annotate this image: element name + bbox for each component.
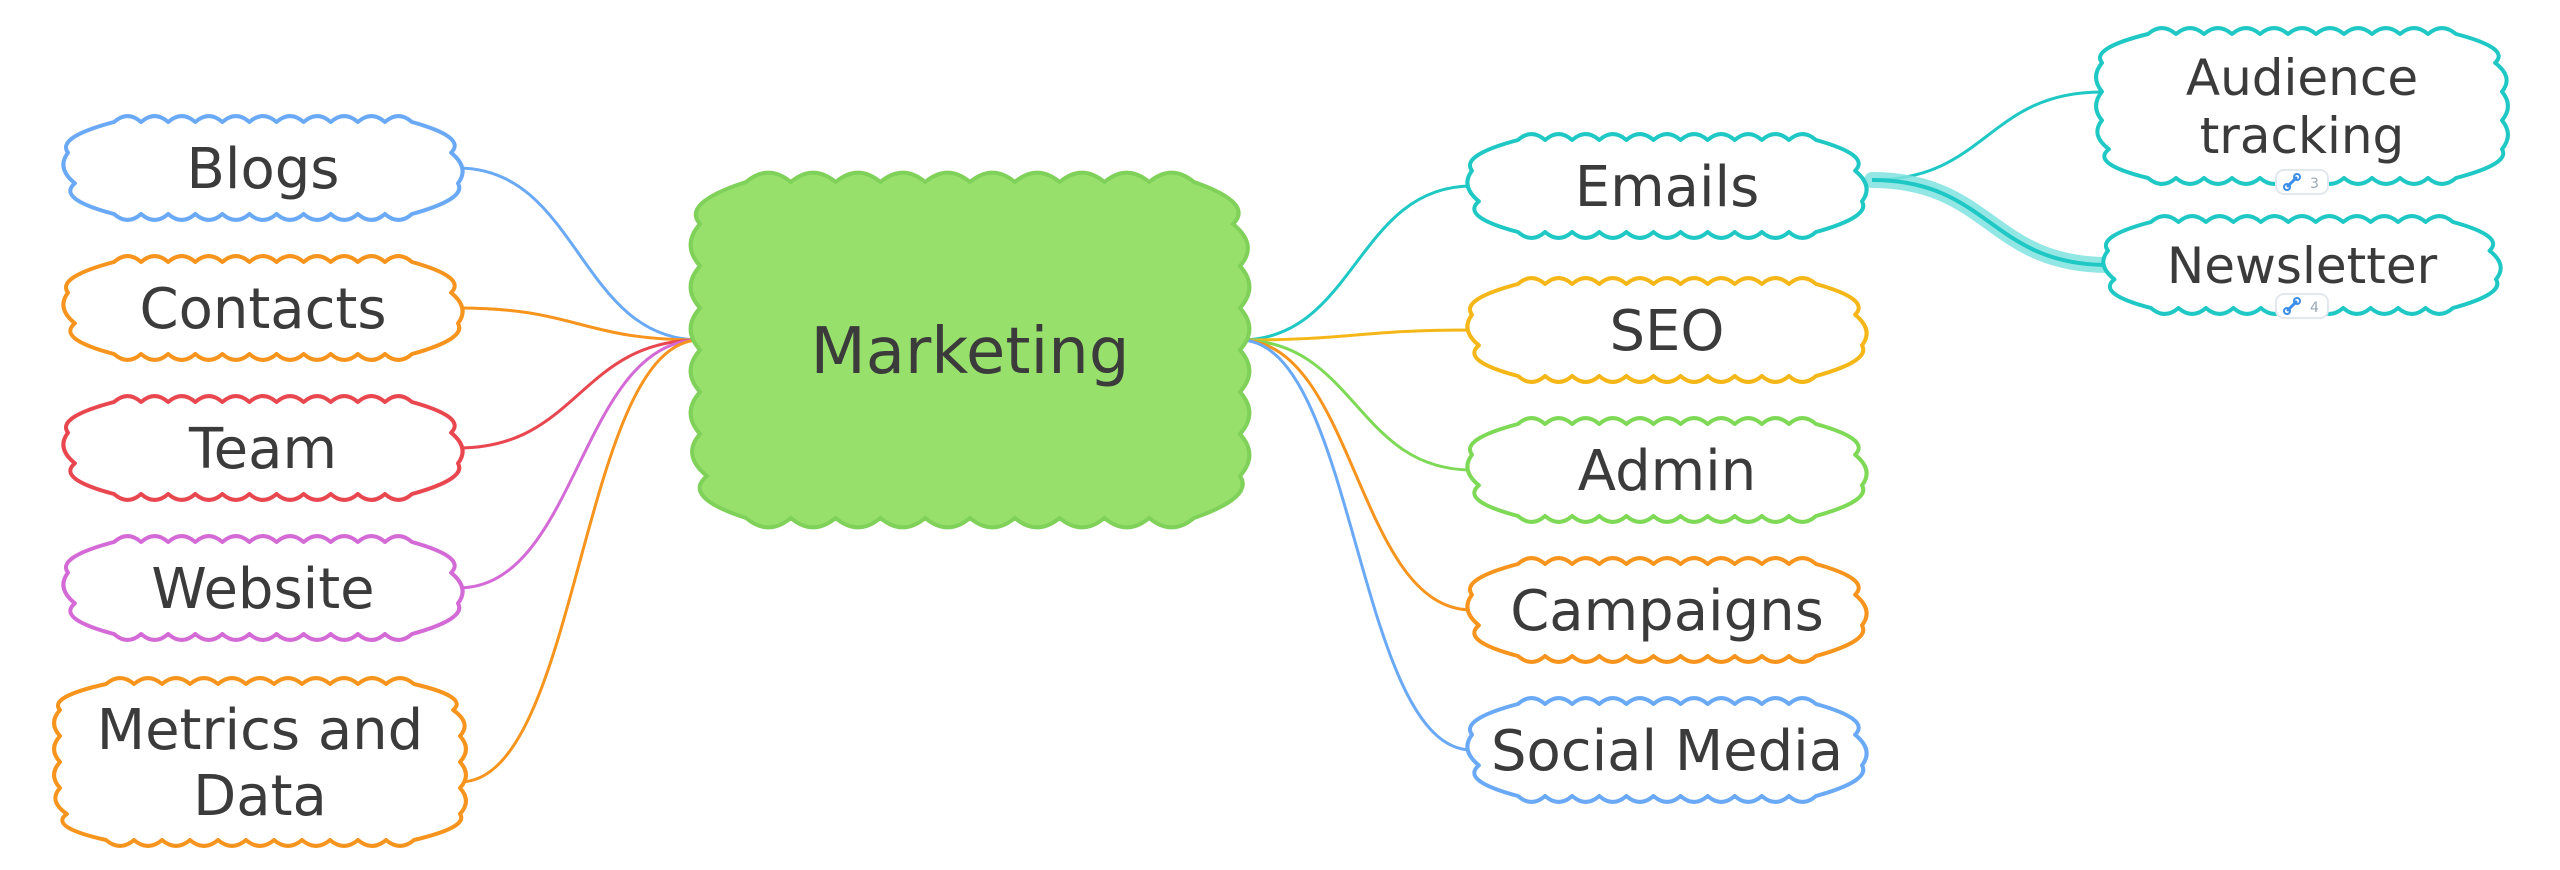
topic-emails-label: Emails [1575,155,1760,220]
topic-website-label: Website [151,557,374,622]
topic-team-label: Team [188,417,337,482]
topic-campaigns-cloud-shape [1465,556,1869,664]
subtopic-audience-tracking-cloud-shape [2094,26,2510,186]
central-cloud-shape [688,170,1252,530]
topic-seo-cloud-shape [1465,276,1869,384]
central-topic-label: Marketing [811,315,1130,389]
subtopic-audience-tracking-label: tracking [2200,107,2405,165]
topic-metrics-and-data-label: Metrics and [97,698,423,763]
topic-emails-cloud-shape [1465,132,1869,240]
connector-topic-emails[interactable] [1239,184,1473,342]
topic-admin-cloud-shape [1465,416,1869,524]
badge-count: 3 [2310,176,2319,192]
topic-blogs-label: Blogs [187,137,340,202]
topic-social-media-cloud-shape [1465,696,1869,804]
subtopic-newsletter-cloud-shape [2101,214,2503,316]
topic-campaigns-label: Campaigns [1510,579,1824,644]
topic-seo[interactable]: SEO [1465,276,1869,384]
topic-seo-label: SEO [1609,299,1724,364]
connector-topic-metrics-and-data[interactable] [459,338,701,784]
connector-subtopic-audience-tracking[interactable] [1871,90,2103,182]
topic-website[interactable]: Website [61,534,465,642]
topic-admin[interactable]: Admin [1465,416,1869,524]
topic-contacts-cloud-shape [61,254,465,362]
nodes-layer: Marketing BlogsContactsTeamWebsiteMetrics… [52,26,2510,848]
connector-topic-admin[interactable] [1239,338,1473,472]
link-icon [2283,297,2301,315]
badge-background [2275,293,2329,319]
topic-social-media-label: Social Media [1491,719,1843,784]
topic-metrics-and-data-cloud-shape [52,676,468,848]
topic-team-cloud-shape [61,394,465,502]
topic-contacts[interactable]: Contacts [61,254,465,362]
connector-topic-campaigns[interactable] [1239,338,1473,612]
connector-topic-blogs[interactable] [457,166,701,342]
subtopic-newsletter-link-badge[interactable]: 4 [2275,293,2329,319]
connector-topic-social-media[interactable] [1239,338,1473,752]
subtopic-audience-tracking-label: Audience [2186,49,2418,107]
central-topic-marketing[interactable]: Marketing [688,170,1252,530]
subtopic-audience-tracking-link-badge[interactable]: 3 [2275,169,2329,195]
topic-website-cloud-shape [61,534,465,642]
topic-team[interactable]: Team [61,394,465,502]
link-icon [2283,173,2301,191]
connector-topic-seo[interactable] [1239,328,1473,342]
topic-contacts-label: Contacts [139,277,386,342]
topic-social-media[interactable]: Social Media [1465,696,1869,804]
connector-topic-website[interactable] [457,338,701,590]
topic-blogs-cloud-shape [61,114,465,222]
connector-subtopic-newsletter[interactable] [1871,178,2109,267]
topic-emails[interactable]: Emails [1465,132,1869,240]
connector-topic-team[interactable] [457,338,701,450]
topic-campaigns[interactable]: Campaigns [1465,556,1869,664]
topic-blogs[interactable]: Blogs [61,114,465,222]
subtopic-newsletter-label: Newsletter [2167,237,2438,295]
badge-count: 4 [2310,300,2319,316]
topic-metrics-and-data-label: Data [193,764,327,829]
subtopic-newsletter[interactable]: Newsletter 4 [2101,214,2503,319]
topic-admin-label: Admin [1578,439,1756,504]
badge-background [2275,169,2329,195]
connector-topic-contacts[interactable] [457,306,701,342]
